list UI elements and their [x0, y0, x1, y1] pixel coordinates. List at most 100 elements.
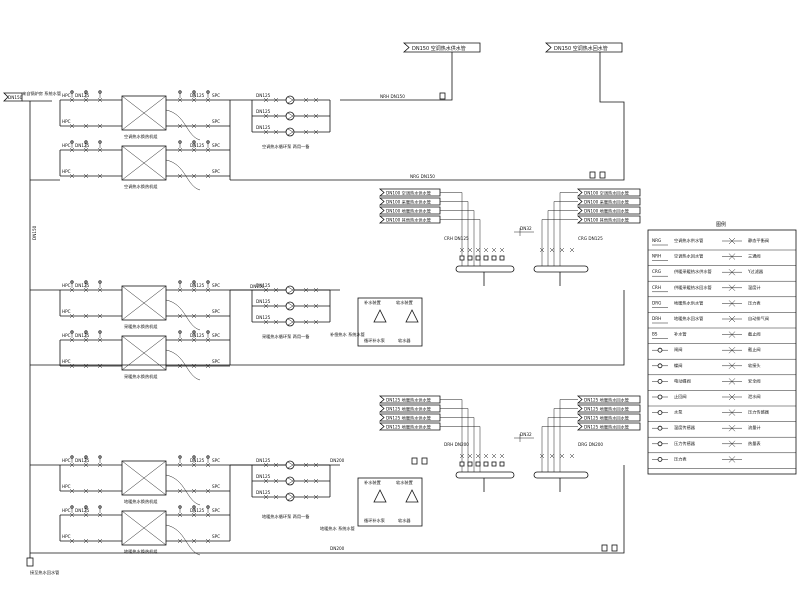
svg-text:HPC: HPC	[62, 309, 71, 314]
svg-text:SPC: SPC	[212, 309, 220, 314]
valve-symbol	[467, 453, 473, 459]
svg-text:水泵: 水泵	[674, 409, 682, 415]
svg-text:DN125: DN125	[75, 458, 90, 463]
svg-text:压力表: 压力表	[674, 455, 687, 462]
left-vertical-label: DN150	[32, 225, 37, 240]
valve-symbol	[459, 247, 465, 253]
left-header-tag: DN150	[3, 92, 23, 102]
pump-symbol	[285, 492, 295, 502]
legend-row: 水泵压力传感器	[648, 409, 796, 422]
valve-symbol	[69, 337, 75, 343]
valve-symbol	[97, 462, 103, 468]
valve-symbol	[69, 488, 75, 494]
svg-text:DN125: DN125	[190, 143, 205, 148]
svg-text:DN100 地暖热水供水管: DN100 地暖热水供水管	[386, 208, 431, 215]
unit-caption: 空调热水换热机组	[124, 133, 158, 140]
valve-symbol	[69, 512, 75, 518]
svg-text:地暖热水回水管: 地暖热水回水管	[674, 315, 703, 322]
valve-symbol	[97, 512, 103, 518]
svg-text:温度计: 温度计	[748, 284, 761, 291]
svg-text:DRG DN200: DRG DN200	[578, 442, 603, 447]
svg-text:供暖采暖热水供水管: 供暖采暖热水供水管	[674, 268, 712, 275]
svg-text:止回阀: 止回阀	[674, 393, 687, 400]
valve-symbol	[69, 147, 75, 153]
pipe-tag	[378, 197, 441, 206]
valve-symbol	[273, 478, 279, 484]
valve-symbol	[177, 337, 183, 343]
valve-symbol	[475, 453, 481, 459]
valve-symbol	[263, 287, 269, 293]
valve-symbol	[177, 313, 183, 319]
valve-symbol	[539, 453, 545, 459]
valve-symbol	[303, 97, 309, 103]
valve-symbol	[205, 337, 211, 343]
svg-text:三通阀: 三通阀	[748, 253, 761, 260]
valve-symbol	[177, 287, 183, 293]
valve-symbol	[177, 123, 183, 129]
svg-text:静态平衡阀: 静态平衡阀	[748, 237, 769, 244]
svg-text:SPC: SPC	[212, 534, 220, 539]
valve-symbol	[569, 453, 575, 459]
svg-text:HPC: HPC	[62, 534, 71, 539]
valve-symbol	[303, 478, 309, 484]
valve-symbol	[69, 123, 75, 129]
legend-row: 止回阀泄水阀	[648, 393, 796, 407]
unit-caption: 地暖热水换热机组	[124, 498, 158, 505]
valve-symbol	[263, 303, 269, 309]
svg-text:DN125: DN125	[256, 125, 271, 130]
valve-symbol	[313, 494, 319, 500]
valve-symbol	[313, 97, 319, 103]
svg-text:DN125: DN125	[256, 474, 271, 479]
valve-symbol	[97, 97, 103, 103]
svg-text:DN125: DN125	[256, 490, 271, 495]
svg-text:SPC: SPC	[212, 508, 220, 513]
svg-text:SPC: SPC	[212, 169, 220, 174]
svg-text:软水装置: 软水装置	[396, 479, 413, 486]
valve-symbol	[303, 494, 309, 500]
svg-text:SPC: SPC	[212, 283, 220, 288]
pump-symbol	[285, 285, 295, 295]
valve-symbol	[559, 247, 565, 253]
pipe-tag	[576, 197, 641, 206]
svg-text:DN100 空调热水供水管: DN100 空调热水供水管	[386, 190, 431, 197]
valve-symbol	[83, 512, 89, 518]
svg-text:DN125: DN125	[190, 333, 205, 338]
valve-symbol	[177, 538, 183, 544]
legend-row: 温度传感器流量计	[648, 424, 796, 438]
bottom-left-note: 接至热水回水管	[30, 569, 59, 576]
top-return-tag: DN150 空调热水回水管	[544, 42, 623, 53]
valve-symbol	[205, 462, 211, 468]
tank-group-1: 补水装置 软水装置 循环补水泵 软水器 补偿热水 系统水管	[330, 297, 423, 347]
valve-symbol	[467, 247, 473, 253]
svg-text:补偿热水 系统水管: 补偿热水 系统水管	[330, 331, 365, 338]
svg-text:地暖热水 系统水管: 地暖热水 系统水管	[320, 525, 355, 532]
valve-symbol	[97, 123, 103, 129]
return-header	[533, 471, 589, 479]
pump-note-3: 地暖热水循环泵 两用一备	[262, 513, 310, 520]
svg-text:DN125: DN125	[256, 315, 271, 320]
pipe-tag	[378, 404, 441, 413]
valve-symbol	[69, 97, 75, 103]
valve-symbol	[313, 129, 319, 135]
svg-text:压力传感器: 压力传感器	[674, 440, 696, 447]
valve-symbol	[83, 313, 89, 319]
svg-text:SPC: SPC	[212, 333, 220, 338]
svg-text:DN200: DN200	[330, 546, 345, 551]
pump-symbol	[285, 127, 295, 137]
svg-text:DN125 地暖热水回水管: DN125 地暖热水回水管	[584, 406, 629, 413]
svg-text:SPC: SPC	[212, 143, 220, 148]
pipe-tag	[576, 413, 641, 422]
svg-text:补水装置: 补水装置	[364, 299, 381, 306]
svg-text:NRH: NRH	[652, 254, 661, 259]
pump-note-1: 空调热水循环泵 两用一备	[262, 143, 310, 150]
svg-text:DN32: DN32	[520, 432, 532, 437]
legend-title: 图例	[716, 221, 726, 228]
valve-symbol	[191, 538, 197, 544]
valve-symbol	[83, 538, 89, 544]
